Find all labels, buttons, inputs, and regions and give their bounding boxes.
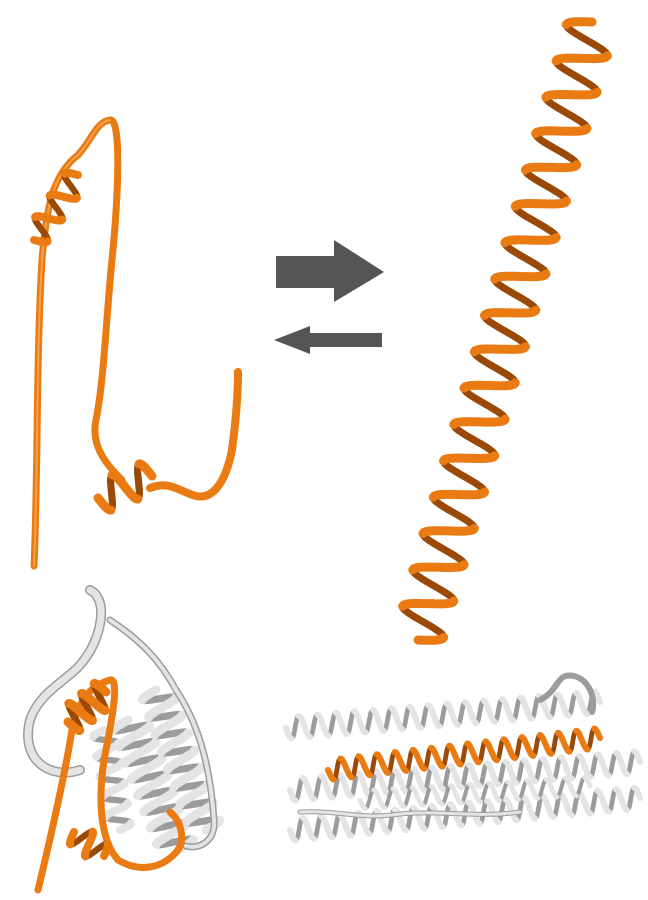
coiled-coil-assembly [286,675,640,840]
reverse-arrow-icon [274,326,382,354]
globular-complex [28,590,219,890]
equilibrium-arrows [274,240,384,354]
disordered-peptide [34,120,238,566]
short-helix-lower [98,464,152,510]
short-helix-lower-front [98,464,152,510]
partner-loop-1-fill [28,590,101,773]
unfolded-tail [150,372,238,497]
forward-arrow-icon [276,240,384,302]
helical-peptide [403,22,608,640]
long-helix-back [403,25,608,638]
